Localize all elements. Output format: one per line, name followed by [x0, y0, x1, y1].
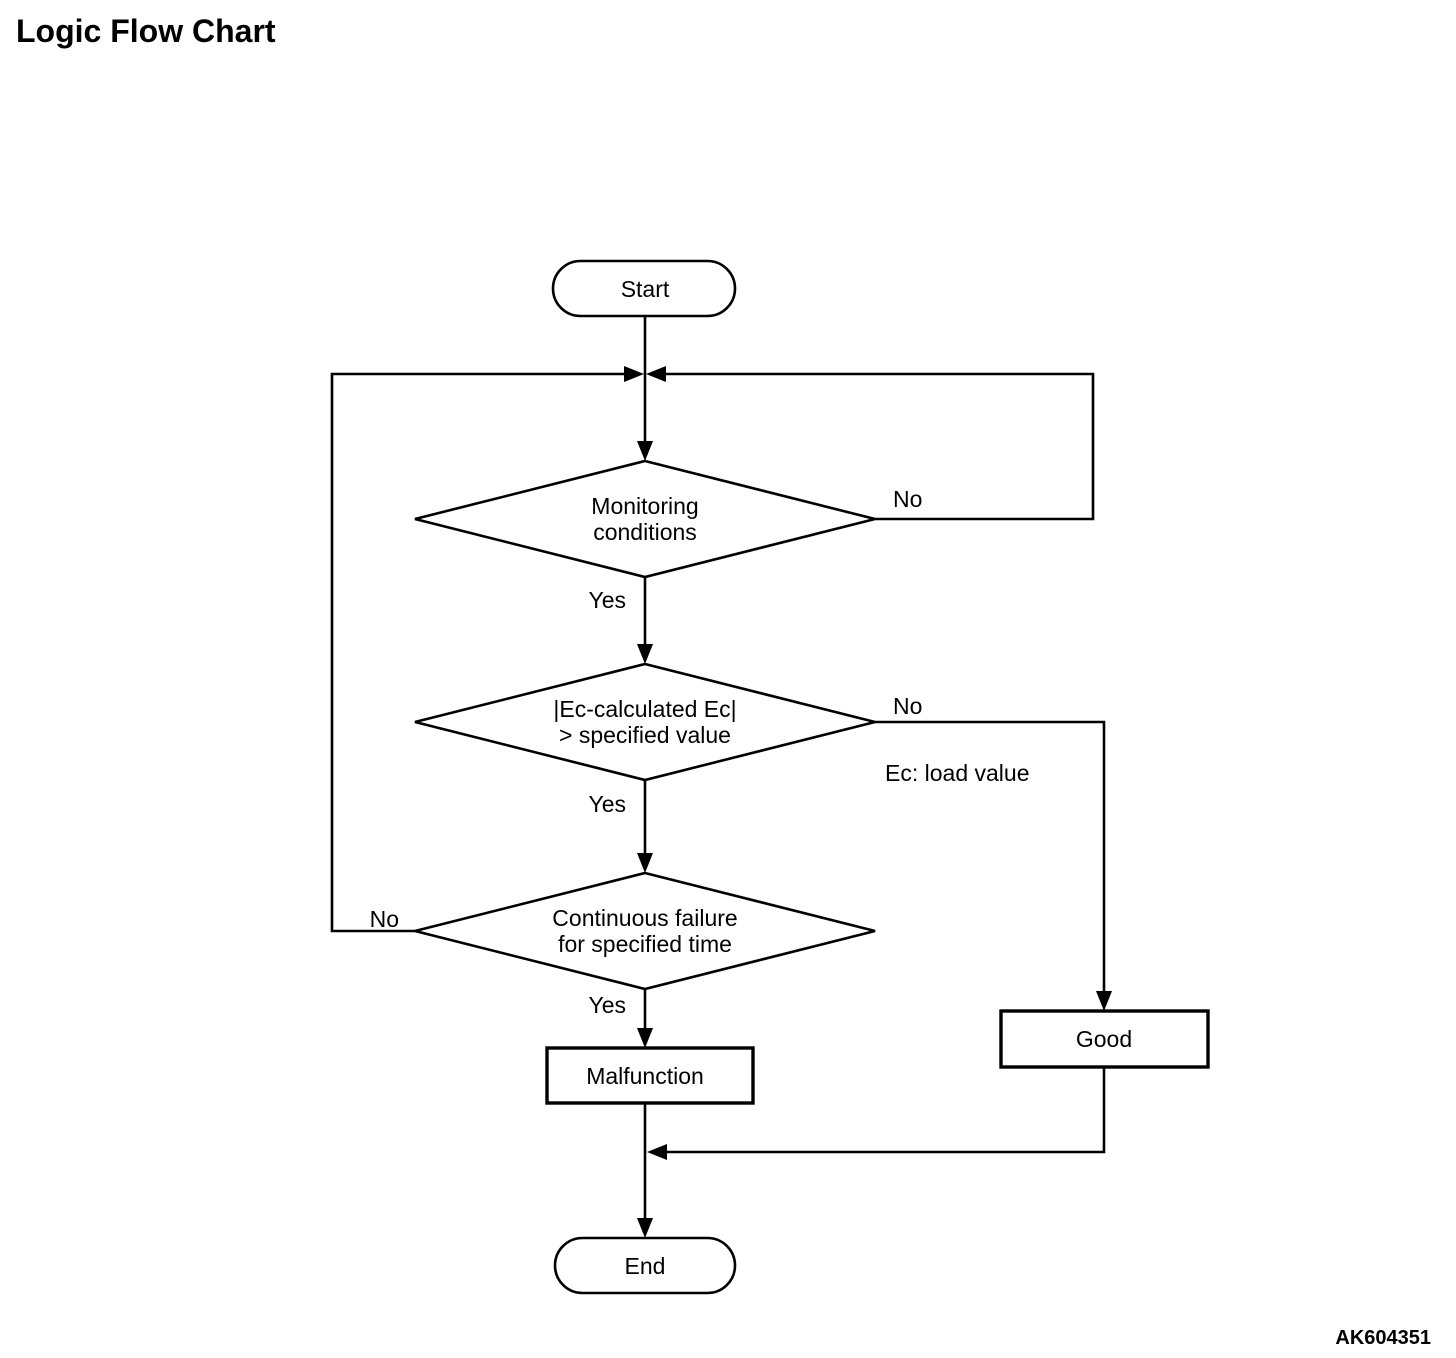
figure-id: AK604351 [1335, 1327, 1431, 1349]
node-end: End [553, 1236, 737, 1295]
arrowhead-down-icon [1096, 991, 1112, 1011]
edge-line [665, 1067, 1106, 1154]
arrowhead-down-icon [637, 441, 653, 461]
process-shape [545, 1046, 755, 1105]
node-ec-label-line2: > specified value [559, 722, 731, 748]
node-start: Start [551, 259, 737, 318]
arrowhead-down-icon [637, 1028, 653, 1048]
edge-line [875, 720, 1106, 994]
edge-label-monitoring-no: No [893, 486, 922, 512]
decision-shape [414, 871, 876, 991]
arrowhead-down-icon [637, 853, 653, 873]
node-good-label: Good [1076, 1026, 1132, 1052]
edge-line [664, 372, 1095, 521]
edge-label-ec-no: No [893, 693, 922, 719]
edge-malfunction-to-end [637, 1104, 653, 1238]
node-ec-comparison: |Ec-calculated Ec| > specified value [414, 662, 876, 782]
terminator-shape [553, 1236, 737, 1295]
edge-ec-no: No [875, 693, 1112, 1011]
terminator-shape [551, 259, 737, 318]
node-continuous-label-line1: Continuous failure [552, 905, 737, 931]
edge-continuous-yes: Yes [588, 989, 653, 1048]
arrowhead-right-icon [624, 366, 644, 382]
decision-shape [414, 662, 876, 782]
edge-start-to-monitoring [637, 317, 653, 461]
process-shape [999, 1009, 1210, 1069]
edge-continuous-no: No [330, 366, 644, 933]
node-ec-label-line1: |Ec-calculated Ec| [553, 696, 736, 722]
node-continuous-label-line2: for specified time [558, 931, 732, 957]
node-malfunction: Malfunction [545, 1046, 755, 1105]
edge-good-to-merge [647, 1067, 1106, 1160]
node-malfunction-label: Malfunction [586, 1063, 704, 1089]
arrowhead-left-icon [647, 1144, 667, 1160]
decision-shape [414, 459, 876, 579]
node-continuous-failure: Continuous failure for specified time [414, 871, 876, 991]
edge-monitoring-yes: Yes [588, 577, 653, 664]
edge-ec-yes: Yes [588, 780, 653, 873]
node-monitoring-conditions: Monitoring conditions [414, 459, 876, 579]
arrowhead-left-icon [646, 366, 666, 382]
node-monitoring-label-line2: conditions [593, 519, 697, 545]
edge-label-ec-yes: Yes [588, 791, 626, 817]
ec-note: Ec: load value [885, 760, 1029, 786]
edge-label-continuous-no: No [370, 906, 399, 932]
edge-label-monitoring-yes: Yes [588, 587, 626, 613]
arrowhead-down-icon [637, 1218, 653, 1238]
node-end-label: End [625, 1253, 666, 1279]
node-start-label: Start [621, 276, 670, 302]
page-title: Logic Flow Chart [16, 13, 276, 49]
edge-monitoring-no: No [646, 366, 1095, 521]
arrowhead-down-icon [637, 644, 653, 664]
node-monitoring-label-line1: Monitoring [591, 493, 698, 519]
node-good: Good [999, 1009, 1210, 1069]
edge-label-continuous-yes: Yes [588, 992, 626, 1018]
edge-line [330, 372, 626, 933]
